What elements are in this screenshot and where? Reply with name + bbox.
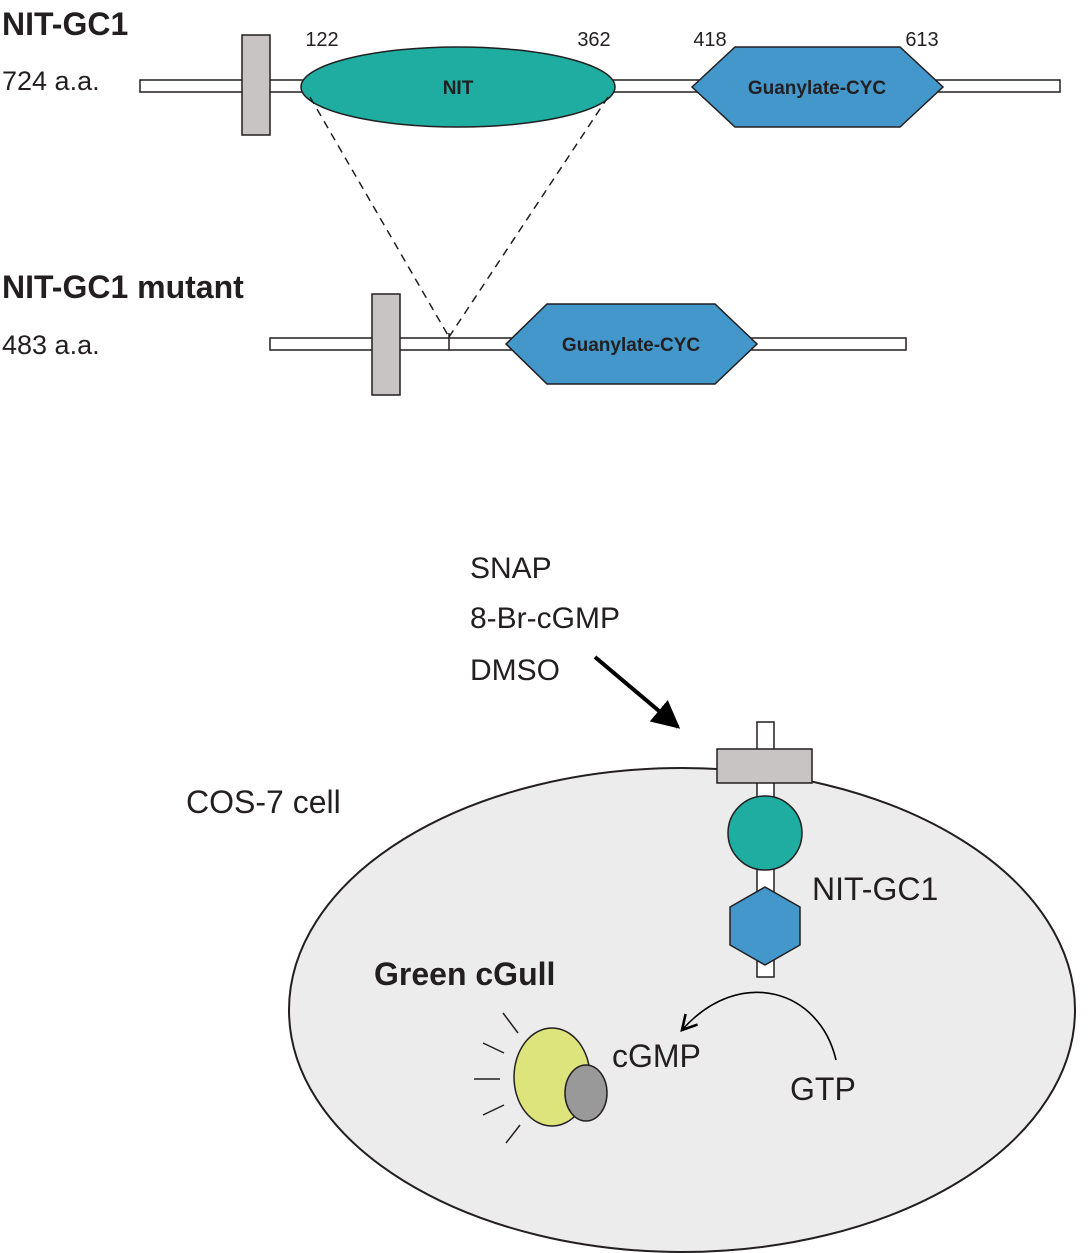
wildtype-cyc-label: Guanylate-CYC — [748, 78, 887, 99]
deletion-guides — [309, 96, 609, 338]
treatment-arrow — [593, 655, 681, 729]
wildtype-name: NIT-GC1 — [2, 6, 128, 42]
cell-label: COS-7 cell — [186, 784, 341, 820]
position-122: 122 — [305, 29, 338, 51]
mutant-name: NIT-GC1 mutant — [2, 269, 244, 305]
deletion-line-left — [309, 96, 450, 338]
wildtype-cyc-domain — [690, 46, 945, 128]
wildtype-nit-label: NIT — [443, 78, 474, 99]
green-cgull-sensor — [474, 1012, 608, 1144]
glow-ray — [502, 1012, 519, 1034]
mutant-length: 483 a.a. — [2, 330, 100, 360]
treatment-snap: SNAP — [470, 552, 552, 585]
mutant-cyc-label: Guanylate-CYC — [562, 335, 701, 356]
substrate-label: GTP — [790, 1071, 856, 1107]
sensor-bound-cgmp — [564, 1064, 608, 1122]
reaction-arrow — [680, 991, 837, 1061]
position-362: 362 — [577, 29, 610, 51]
position-418: 418 — [693, 29, 726, 51]
sensor-glow-rays — [474, 1012, 521, 1144]
glow-ray — [505, 1124, 521, 1144]
receptor-cyc-domain — [729, 886, 801, 966]
mutant-transmembrane — [371, 293, 401, 396]
wildtype-construct: NIT-GC1 724 a.a. NIT Guanylate-CYC 122 3… — [2, 6, 1061, 136]
mutant-construct: NIT-GC1 mutant 483 a.a. Guanylate-CYC — [2, 269, 907, 396]
mutant-cyc-domain — [504, 303, 759, 385]
deletion-line-right — [448, 96, 609, 338]
nit-gc1-receptor — [716, 721, 813, 978]
wildtype-nit-domain — [300, 46, 616, 128]
position-613: 613 — [905, 29, 938, 51]
receptor-membrane-domain — [716, 748, 813, 784]
glow-ray — [482, 1042, 505, 1054]
wildtype-transmembrane — [241, 34, 271, 136]
wildtype-length: 724 a.a. — [2, 66, 100, 96]
product-label: cGMP — [612, 1038, 701, 1074]
treatment-list: SNAP 8-Br-cGMP DMSO — [470, 552, 681, 729]
receptor-label: NIT-GC1 — [812, 871, 938, 907]
treatment-dmso: DMSO — [470, 654, 560, 687]
receptor-nit-domain — [727, 795, 803, 871]
sensor-label: Green cGull — [374, 956, 555, 992]
glow-ray — [482, 1104, 505, 1116]
cos7-cell: COS-7 cell NIT-GC1 cGMP GTP Green cGull — [186, 721, 1076, 1253]
cell-body — [288, 767, 1076, 1253]
treatment-8br-cgmp: 8-Br-cGMP — [470, 602, 620, 635]
